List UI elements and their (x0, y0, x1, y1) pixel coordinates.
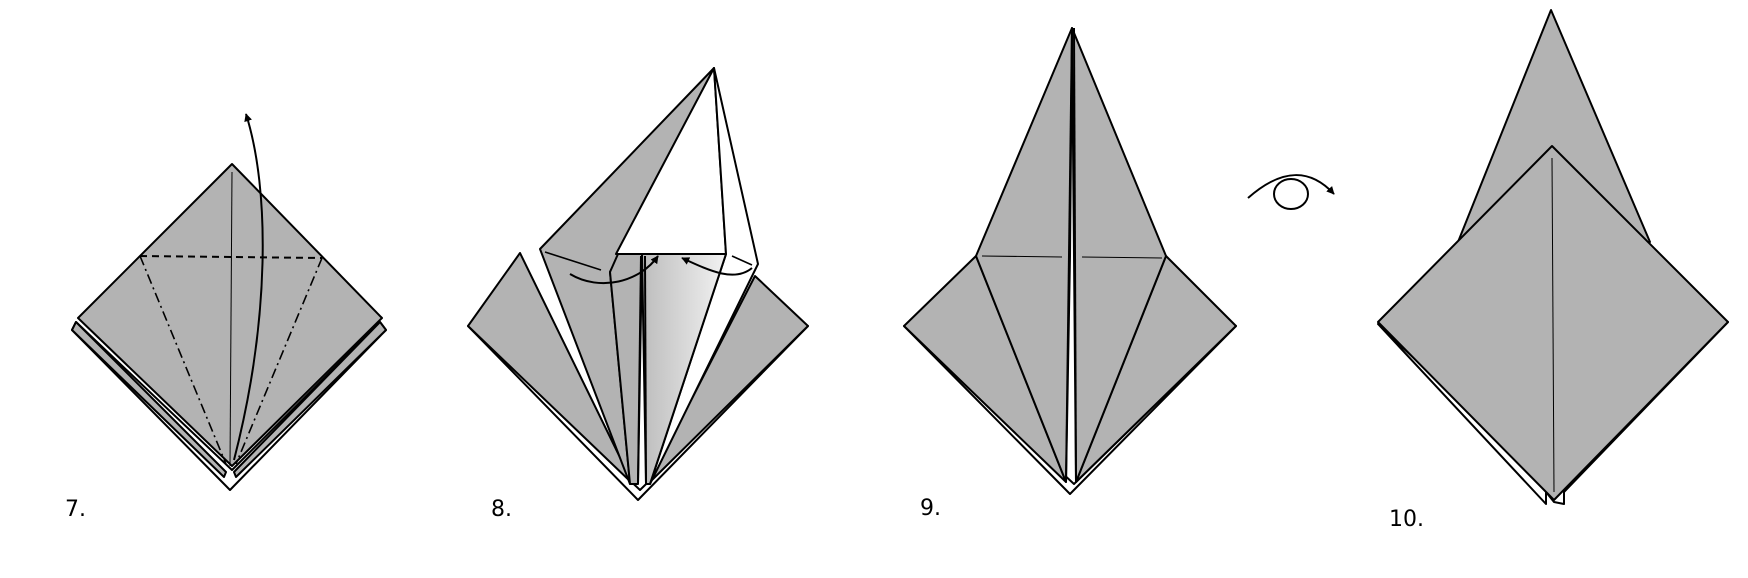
step-8-left-side (467, 252, 634, 485)
step-9-fold (903, 27, 1237, 495)
step-number-9: 9. (920, 496, 941, 521)
step-7-front-flap (77, 163, 383, 467)
curved-arrow-icon (233, 113, 264, 461)
step-9-crease-left (981, 255, 1063, 258)
step-10-center-crease (1551, 157, 1555, 493)
step-number-10: 10. (1389, 507, 1424, 532)
turn-over-icon (1247, 174, 1335, 210)
step-8-crease-left (544, 251, 602, 271)
step-7-middle-layer-right (233, 321, 387, 478)
curved-arrow-icon (681, 257, 753, 276)
step-9-crease-right (1081, 256, 1163, 259)
step-7-fold (71, 113, 387, 491)
step-7-valley-fold (139, 255, 323, 259)
step-8-fold (467, 67, 809, 501)
step-7-mountain-fold-left (139, 255, 227, 465)
curved-arrow-icon (569, 255, 659, 285)
step-10-fold (1377, 9, 1729, 505)
step-7-center-crease (229, 171, 233, 467)
step-7-mountain-fold-right (235, 257, 323, 465)
step-number-8: 8. (491, 497, 512, 522)
step-number-7: 7. (65, 497, 86, 522)
step-8-crease-right (731, 255, 753, 266)
step-7-middle-layer (71, 321, 227, 478)
